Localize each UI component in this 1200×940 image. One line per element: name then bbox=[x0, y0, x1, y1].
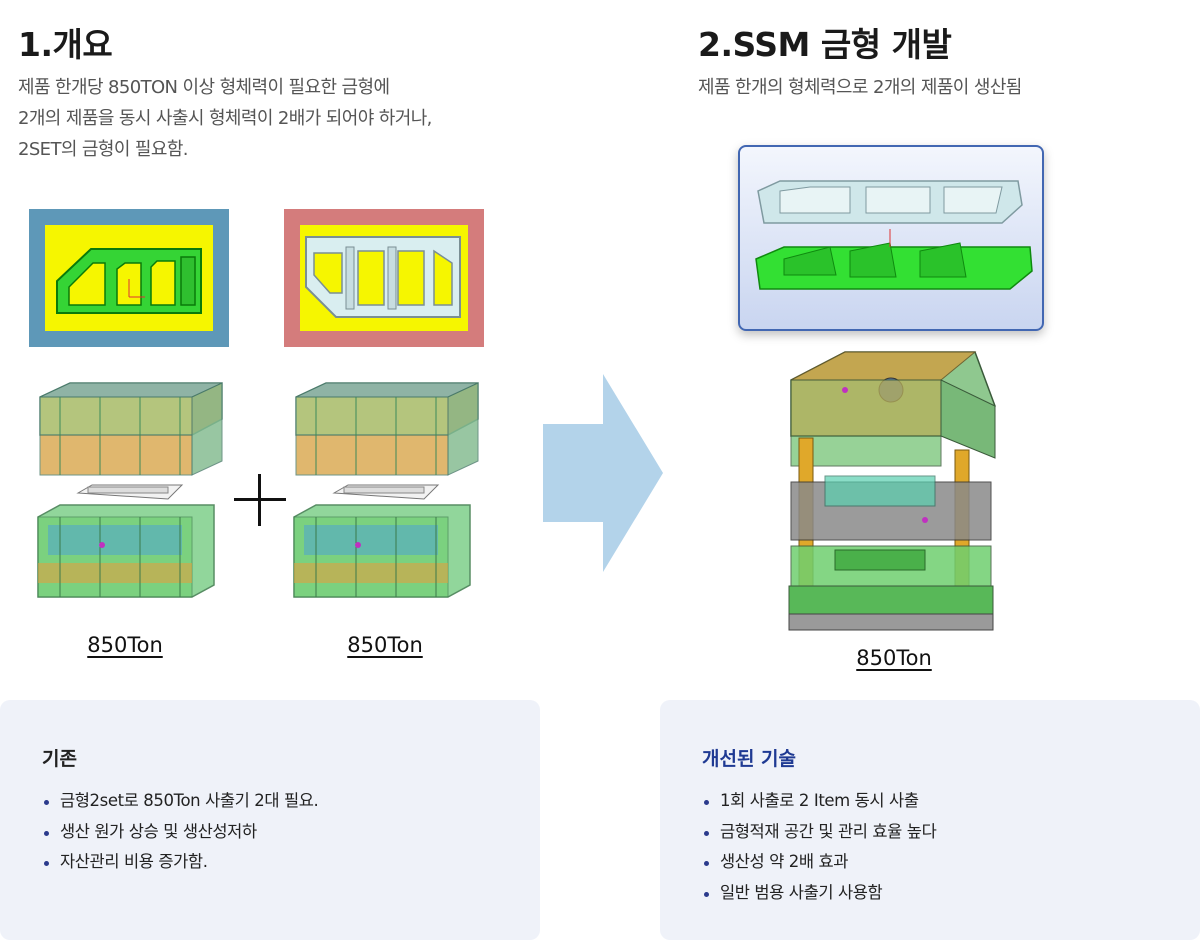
ssm-description: 제품 한개의 형체력으로 2개의 제품이 생산됨 bbox=[698, 77, 1022, 98]
stacked-parts-image bbox=[755, 180, 1033, 290]
ssm-mold-tonnage-label: 850Ton bbox=[856, 646, 932, 670]
ssm-parts-preview bbox=[738, 145, 1044, 331]
part-plan-view-light bbox=[284, 209, 484, 347]
list-item: 1회 사출로 2 Item 동시 사출 bbox=[704, 786, 936, 817]
existing-method-card: 기존 금형2set로 850Ton 사출기 2대 필요. 생산 원가 상승 및 … bbox=[0, 700, 540, 940]
mold-tonnage-label: 850Ton bbox=[347, 633, 423, 657]
list-item: 생산 원가 상승 및 생산성저하 bbox=[44, 817, 318, 848]
mold-3d-right bbox=[293, 382, 479, 598]
list-item: 생산성 약 2배 효과 bbox=[704, 847, 936, 878]
arrow-right-icon bbox=[543, 374, 663, 572]
overview-description-line: 2개의 제품을 동시 사출시 형체력이 2배가 되어야 하거나, bbox=[18, 108, 432, 129]
mold-3d-left bbox=[37, 382, 223, 598]
part-plan-view-green bbox=[29, 209, 229, 347]
overview-description: 제품 한개당 850TON 이상 형체력이 필요한 금형에 2개의 제품을 동시… bbox=[18, 72, 432, 165]
overview-description-line: 제품 한개당 850TON 이상 형체력이 필요한 금형에 bbox=[18, 77, 390, 98]
existing-method-title: 기존 bbox=[42, 748, 77, 770]
existing-method-list: 금형2set로 850Ton 사출기 2대 필요. 생산 원가 상승 및 생산성… bbox=[44, 786, 319, 878]
improved-tech-card: 개선된 기술 1회 사출로 2 Item 동시 사출 금형적재 공간 및 관리 … bbox=[660, 700, 1200, 940]
overview-description-line: 2SET의 금형이 필요함. bbox=[18, 139, 189, 160]
list-item: 일반 범용 사출기 사용함 bbox=[704, 878, 936, 909]
list-item: 금형적재 공간 및 관리 효율 높다 bbox=[704, 817, 937, 848]
improved-tech-list: 1회 사출로 2 Item 동시 사출 금형적재 공간 및 관리 효율 높다 생… bbox=[704, 786, 937, 909]
improved-tech-title: 개선된 기술 bbox=[702, 748, 797, 770]
mold-tonnage-label: 850Ton bbox=[87, 633, 163, 657]
ssm-heading: 2.SSM 금형 개발 bbox=[698, 25, 952, 64]
plus-icon bbox=[234, 474, 286, 526]
ssm-mold-3d bbox=[788, 351, 996, 631]
list-item: 금형2set로 850Ton 사출기 2대 필요. bbox=[44, 786, 319, 817]
overview-heading: 1.개요 bbox=[18, 25, 113, 64]
list-item: 자산관리 비용 증가함. bbox=[44, 847, 318, 878]
